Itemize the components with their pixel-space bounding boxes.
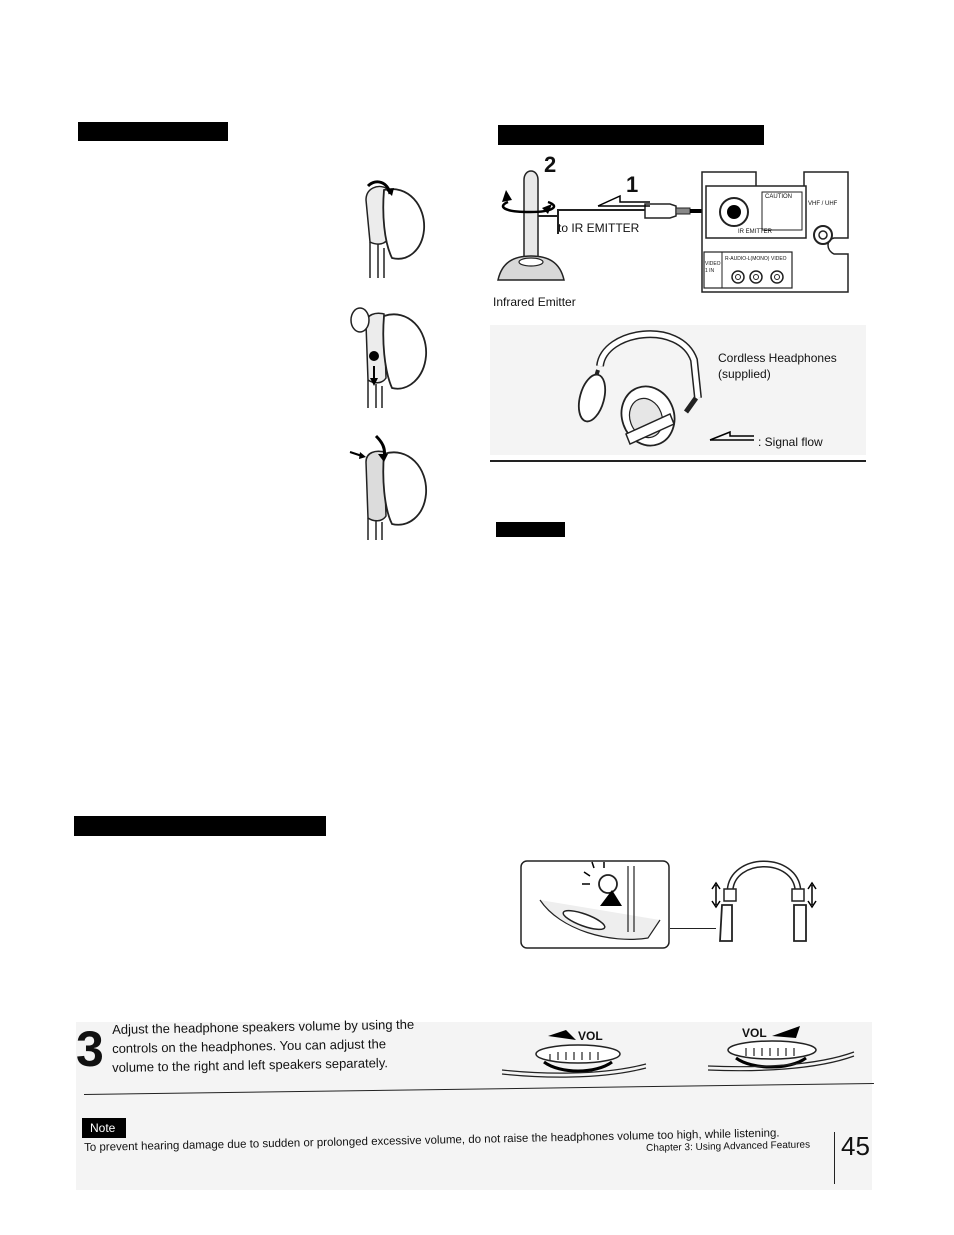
- panel-ir-emitter-label: IR EMITTER: [738, 229, 772, 235]
- note-label-box: Note: [82, 1118, 126, 1138]
- note-label: Note: [90, 1121, 116, 1135]
- headphones-figure-background: [490, 325, 866, 455]
- signal-flow-label: : Signal flow: [758, 435, 823, 449]
- infrared-emitter-label: Infrared Emitter: [493, 295, 576, 309]
- battery-cover-open-illustration: [348, 178, 428, 278]
- panel-caution-label: CAUTION: [765, 194, 792, 200]
- vol-right-dial[interactable]: [706, 1036, 856, 1078]
- battery-cover-close-illustration: [346, 432, 430, 540]
- connector-line: [670, 928, 716, 929]
- headband-headphones-illustration: [706, 855, 822, 949]
- footer-page-number: 45: [841, 1131, 870, 1161]
- panel-video1-in-label: VIDEO 1 IN: [705, 261, 721, 274]
- vol-right-label: VOL: [742, 1026, 767, 1040]
- step-1-number: 1: [626, 172, 639, 197]
- vol-left-label: VOL: [578, 1029, 603, 1043]
- to-ir-emitter-label: to IR EMITTER: [558, 221, 640, 235]
- headphones-illustration: [570, 320, 720, 455]
- cordless-headphones-label-line1: Cordless Headphones: [718, 351, 837, 365]
- connection-diagram: 2 1 to IR EMITTER Infrared Emitter CAUTI…: [490, 150, 870, 315]
- vol-left-arrow-icon: [548, 1030, 576, 1042]
- section-divider: [490, 460, 866, 462]
- step-3-number: 3: [76, 1021, 104, 1077]
- heading-bar-left: [78, 122, 228, 141]
- heading-bar-right: [498, 125, 764, 145]
- vol-left-dial[interactable]: [500, 1040, 648, 1082]
- footer-page-rule: [834, 1132, 835, 1184]
- battery-insert-illustration: [346, 300, 430, 408]
- heading-bar-lower: [74, 816, 326, 836]
- panel-vhf-uhf-label: VHF / UHF: [808, 201, 838, 207]
- heading-bar-small: [496, 522, 565, 537]
- signal-flow-arrow-icon: [708, 430, 756, 444]
- vol-right-arrow-icon: [772, 1026, 800, 1038]
- panel-audio-label: R-AUDIO-L(MONO): [725, 256, 770, 262]
- step-2-number: 2: [544, 152, 557, 177]
- power-button-illustration: [520, 860, 670, 949]
- cordless-headphones-label-line2: (supplied): [718, 367, 771, 381]
- panel-video-label: VIDEO: [771, 256, 787, 262]
